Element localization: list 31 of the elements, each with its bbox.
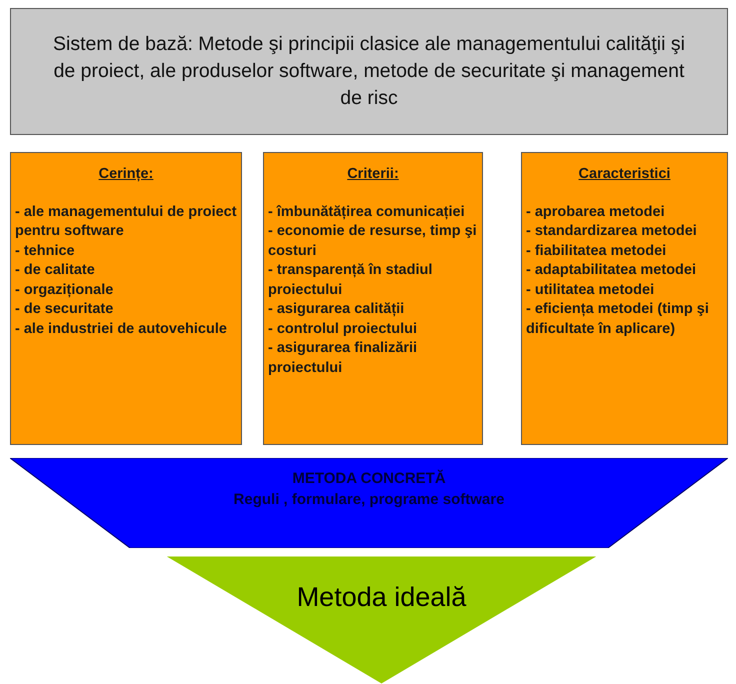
list-item: - transparență în stadiul proiectului [268, 261, 434, 300]
list-item: - standardizarea metodei [526, 222, 698, 241]
criteria-box [263, 152, 483, 445]
band-subtitle: Reguli , formulare, programe software [234, 490, 504, 510]
heading: Criterii: [347, 165, 399, 184]
list-item: - îmbunătățirea comunicației [268, 202, 466, 222]
characteristics-box [521, 152, 728, 445]
heading: Caracteristici [578, 165, 670, 184]
list-item: - controlul proiectului [268, 320, 418, 338]
list-item: - aprobarea metodei [526, 202, 666, 222]
base-system-box [10, 8, 728, 135]
list-item: - asigurarea calității [268, 300, 406, 319]
requirements-box [10, 152, 242, 445]
band-title: METODA CONCRETĂ [292, 468, 446, 489]
triangle [165, 556, 598, 684]
heading: Cerințe: [98, 165, 154, 184]
list-item: - ale industriei de autovehicule [15, 320, 228, 338]
triangle-label: Metoda ideală [296, 581, 466, 614]
list-item: - de securitate [15, 300, 114, 319]
description-text: Sistem de bază: Metode şi principii clasice ale managementului calităţii şi de proiect, ale produselor software, metode de securitate şi management de risc [52, 32, 686, 111]
list-item: - de calitate [15, 261, 96, 280]
list-item: - adaptabilitatea metodei [526, 261, 698, 280]
list-item: - eficiența metodei (timp şi dificultate în aplicare) [526, 300, 710, 338]
list-item: - economie de resurse, timp şi costuri [268, 222, 478, 260]
trapezoid-band [10, 458, 728, 548]
list-item: - ale managementului de proiect pentru software [15, 202, 237, 241]
list-item: - asigurarea finalizării proiectului [268, 339, 418, 378]
list-item: - utilitatea metodei [526, 280, 656, 300]
list-item: - tehnice [15, 242, 76, 260]
list-item: - fiabilitatea metodei [526, 242, 668, 260]
list-item: - orgaziționale [15, 280, 114, 300]
